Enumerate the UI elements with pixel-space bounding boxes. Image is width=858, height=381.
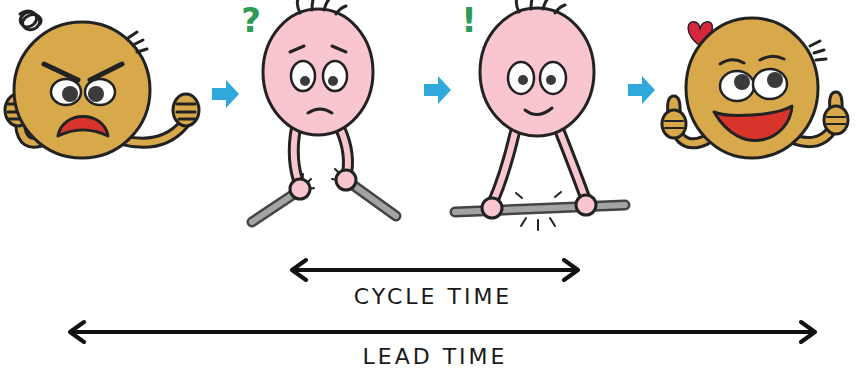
eye xyxy=(540,62,566,94)
pupil xyxy=(300,76,310,86)
flow-arrow xyxy=(424,76,451,104)
fist xyxy=(662,110,686,138)
relieved-face xyxy=(455,0,625,230)
mouth xyxy=(525,108,552,115)
arm xyxy=(560,132,586,200)
hand xyxy=(336,170,356,190)
flow-arrow xyxy=(212,80,239,108)
eye xyxy=(51,79,81,105)
eye xyxy=(508,62,534,94)
mouth xyxy=(58,117,108,137)
face xyxy=(263,9,373,135)
cycle-time-label: CYCLE TIME xyxy=(283,284,583,309)
arm xyxy=(492,132,515,204)
cycle-time-arrow xyxy=(292,260,578,280)
fist xyxy=(824,106,848,134)
eye xyxy=(323,61,347,91)
finger-line xyxy=(827,117,845,124)
hand xyxy=(576,195,596,215)
hair xyxy=(297,0,346,14)
puzzled-face xyxy=(252,0,396,222)
mouth xyxy=(308,109,332,113)
arm xyxy=(492,132,515,204)
angry-face xyxy=(5,11,199,158)
hand xyxy=(482,198,502,218)
eye xyxy=(85,79,115,105)
flow-arrow xyxy=(628,76,655,104)
hair xyxy=(516,0,565,13)
face xyxy=(686,18,818,158)
pupil xyxy=(88,86,104,102)
eyebrow xyxy=(290,46,346,52)
lead-time-label: LEAD TIME xyxy=(285,344,585,369)
happy-face xyxy=(662,18,848,158)
eye xyxy=(753,69,787,99)
arm xyxy=(294,128,300,186)
pupil xyxy=(546,75,556,85)
pupil xyxy=(734,74,750,90)
hand xyxy=(290,179,310,199)
pupil xyxy=(518,75,528,85)
eyebrow xyxy=(44,64,122,80)
hair xyxy=(810,41,826,60)
eye xyxy=(720,71,754,101)
face xyxy=(14,22,150,158)
arm xyxy=(294,128,300,186)
eyebrow xyxy=(720,56,784,64)
pupil xyxy=(328,76,338,86)
fist xyxy=(173,94,199,126)
anger-scribble xyxy=(20,11,41,30)
hair xyxy=(128,32,147,52)
face xyxy=(480,8,594,136)
pupil xyxy=(62,86,78,102)
question-mark: ? xyxy=(236,0,266,40)
arm xyxy=(560,132,586,200)
fixed-bar xyxy=(455,205,625,212)
eye xyxy=(291,61,315,91)
exclamation-mark: ! xyxy=(454,0,484,40)
finger-line xyxy=(665,121,683,128)
fixed-bar xyxy=(455,205,625,212)
spark xyxy=(516,192,561,230)
finger-line xyxy=(177,104,195,119)
pupil xyxy=(767,72,783,88)
mouth xyxy=(714,106,792,140)
lead-time-arrow xyxy=(70,322,815,342)
